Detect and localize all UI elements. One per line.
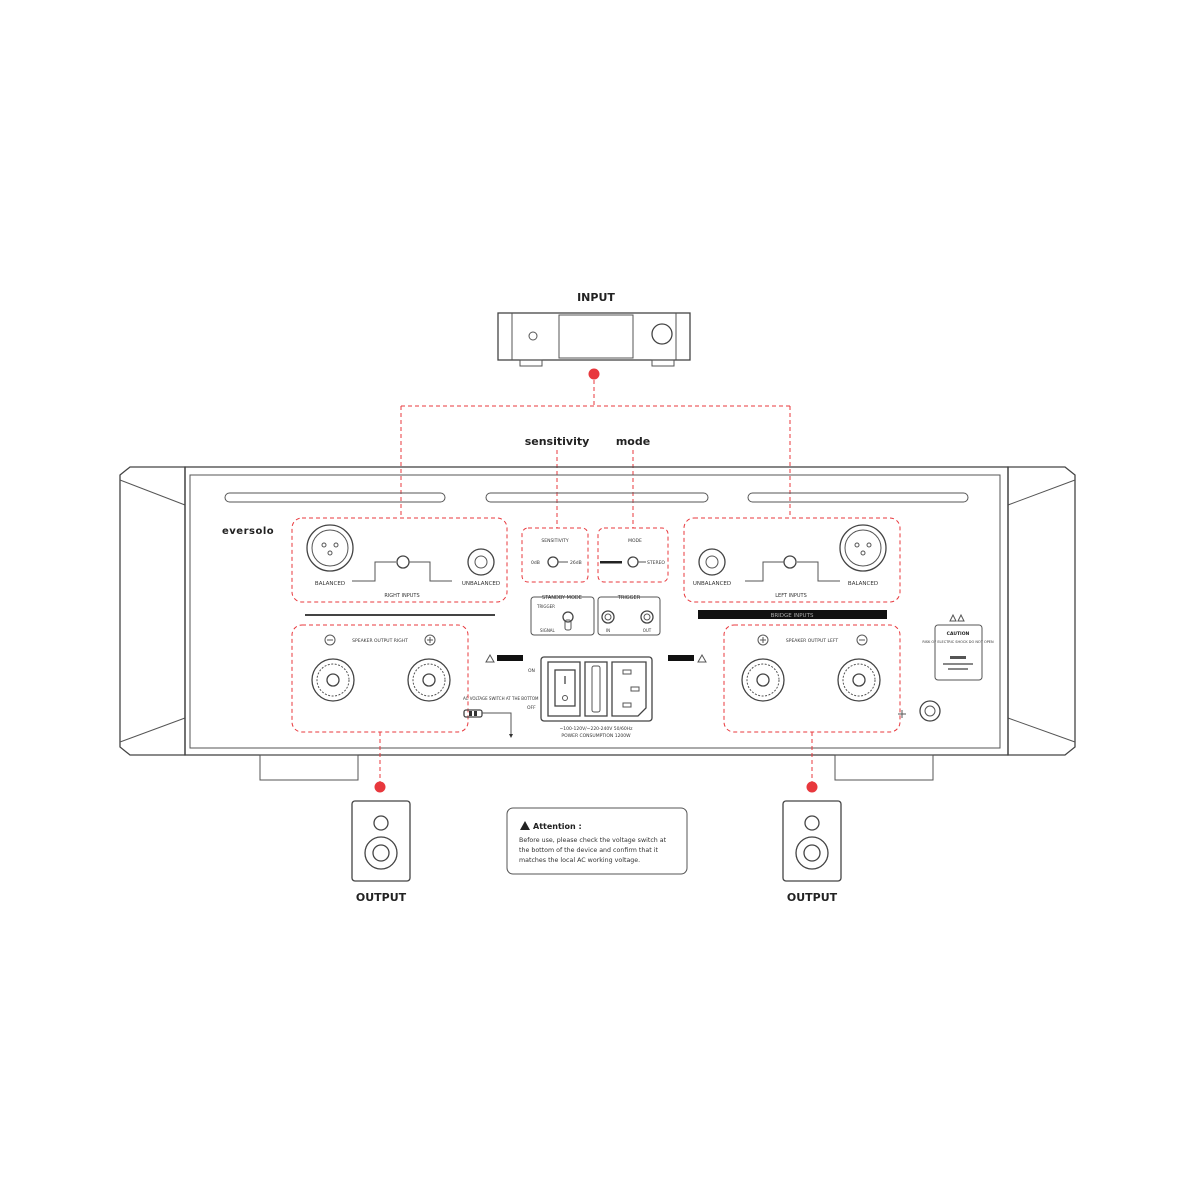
callout-lines [556,450,634,528]
label-mode-stereo: STEREO [647,560,665,566]
speaker-left-icon [782,800,842,882]
attention-title: Attention : [533,822,582,831]
mode-toggle[interactable] [627,556,646,568]
input-source-device [497,312,691,367]
standby-toggle[interactable] [562,611,574,631]
label-standby-mode: STANDBY MODE [542,595,582,601]
label-trigger-out: OUT [643,628,652,633]
mode-group [597,527,669,583]
speaker-terminal-right-plus [407,658,451,702]
label-right-inputs: RIGHT INPUTS [384,593,419,599]
sensitivity-callout: sensitivity [525,435,590,448]
xlr-balanced-left-icon [839,524,887,572]
input-connection-dot [588,368,600,380]
speaker-right-icon [351,800,411,882]
label-ac-voltage-switch: AC VOLTAGE SWITCH AT THE BOTTOM [463,696,539,701]
output-label-left: OUTPUT [787,891,838,904]
label-unbalanced-left: UNBALANCED [693,581,731,587]
label-standby-trigger: TRIGGER [536,604,555,609]
xlr-balanced-right-icon [306,524,354,572]
standby-mode-group [530,596,595,636]
plus-icon [424,634,436,646]
label-balanced-right: BALANCED [315,581,345,587]
label-standby-signal: SIGNAL [540,628,556,633]
mode-callout: mode [616,435,650,448]
label-bridge-inputs: BRIDGE INPUTS [771,613,814,619]
label-speaker-left: SPEAKER OUTPUT LEFT [786,638,838,644]
power-inlet-module [540,656,653,722]
label-sens-low: 0dB [531,560,540,566]
output-label-right: OUTPUT [356,891,407,904]
trigger-group [597,596,661,636]
trigger-in-jack-icon [601,610,615,624]
output-signal-paths [379,732,813,782]
mode-bridge-marker [600,561,622,564]
ac-voltage-switch[interactable] [463,709,513,738]
ground-terminal-icon [898,700,941,722]
brand-logo: eversolo [222,526,274,537]
label-trigger-in: IN [606,628,610,633]
rca-unbalanced-right-icon [467,548,495,576]
speaker-terminal-right-minus [311,658,355,702]
speaker-terminal-left-minus [837,658,881,702]
label-speaker-right: SPEAKER OUTPUT RIGHT [352,638,408,644]
bridge-inputs-bar [698,610,887,619]
plus-icon [757,634,769,646]
warning-label-right [668,653,707,663]
attention-line: matches the local AC working voltage. [519,857,640,864]
label-trigger: TRIGGER [617,595,641,601]
right-inputs-group [291,517,508,603]
label-left-inputs: LEFT INPUTS [775,593,807,599]
attention-box [506,807,688,875]
input-signal-path [400,380,791,518]
sensitivity-toggle[interactable] [547,556,568,568]
label-voltage: ~100-120V/~220-240V 50/60Hz [560,726,634,732]
label-mode: MODE [628,538,642,544]
label-power-consumption: POWER CONSUMPTION 1200W [561,733,631,739]
sensitivity-group [521,527,589,583]
left-inputs-group [683,517,901,603]
minus-icon [856,634,868,646]
label-sens-high: 26dB [570,560,582,566]
caution-title: CAUTION [947,631,970,637]
input-select-toggle-right[interactable] [352,555,452,582]
trigger-out-jack-icon [640,610,654,624]
output-left-dot [806,781,818,793]
warning-label-left [485,653,523,663]
output-right-dot [374,781,386,793]
attention-line: Before use, please check the voltage swi… [519,837,667,844]
label-power-off: OFF [527,705,536,711]
power-switch[interactable] [554,669,576,707]
minus-icon [324,634,336,646]
caution-text: RISK OF ELECTRIC SHOCK DO NOT OPEN [922,640,994,644]
label-sensitivity: SENSITIVITY [541,538,568,544]
caution-label: CAUTION RISK OF ELECTRIC SHOCK DO NOT OP… [922,613,994,681]
label-power-on: ON [528,668,535,674]
label-balanced-left: BALANCED [848,581,878,587]
speaker-terminal-left-plus [741,658,785,702]
warning-icon [520,821,530,830]
label-unbalanced-right: UNBALANCED [462,581,500,587]
input-select-toggle-left[interactable] [745,555,840,582]
amplifier-rear-panel [119,466,1076,781]
rca-unbalanced-left-icon [698,548,726,576]
input-label: INPUT [577,291,615,304]
attention-line: the bottom of the device and confirm tha… [519,847,658,854]
